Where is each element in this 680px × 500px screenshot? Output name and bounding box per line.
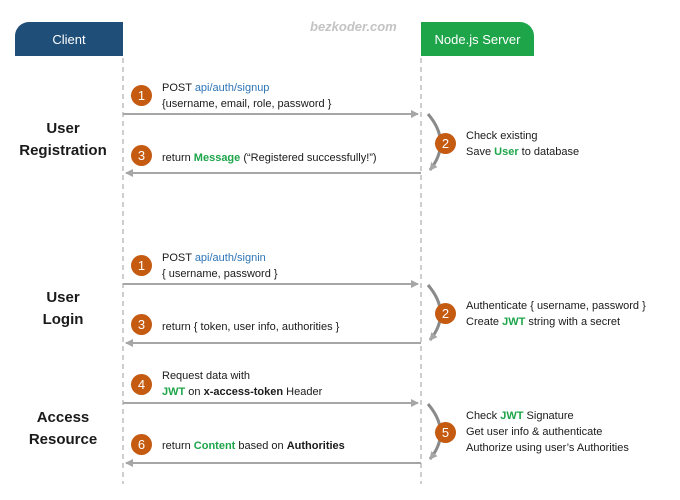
access-step4-jwt: JWT	[162, 386, 186, 398]
access-step5-text: Check JWT Signature Get user info & auth…	[466, 408, 629, 456]
login-step1-method: POST	[162, 252, 195, 264]
reg-step1-text: POST api/auth/signup {username, email, r…	[162, 80, 331, 112]
reg-step2-user: User	[494, 146, 519, 158]
server-label: Node.js Server	[434, 31, 521, 47]
reg-step2-line1: Check existing	[466, 130, 538, 142]
reg-step1-body: {username, email, role, password }	[162, 98, 332, 110]
access-step6-c: based on	[235, 440, 287, 452]
access-step5-c: Signature	[523, 410, 574, 422]
access-step4-header-name: x-access-token	[203, 386, 284, 398]
client-header: Client	[15, 22, 123, 56]
access-step6-content: Content	[193, 440, 236, 452]
reg-step2-c: to database	[518, 146, 580, 158]
access-step6-a: return	[162, 440, 194, 452]
login-title-line1: User	[46, 289, 80, 306]
login-title: User Login	[8, 287, 118, 331]
registration-title-line1: User	[46, 120, 80, 137]
login-step1-path: api/auth/signin	[194, 252, 266, 264]
registration-title: User Registration	[8, 118, 118, 162]
reg-step1-path: api/auth/signup	[194, 82, 270, 94]
login-step1-badge: 1	[131, 255, 152, 276]
login-step2-a: Create	[466, 316, 503, 328]
reg-step3-c: (“Registered successfully!”)	[240, 152, 377, 164]
login-step2-c: string with a secret	[525, 316, 621, 328]
login-step2-jwt: JWT	[502, 316, 526, 328]
client-label: Client	[52, 31, 86, 47]
login-step2-badge: 2	[435, 303, 456, 324]
reg-step3-message: Message	[193, 152, 241, 164]
login-step2-line1: Authenticate { username, password }	[466, 300, 646, 312]
reg-step2-a: Save	[466, 146, 495, 158]
access-step4-line1: Request data with	[162, 370, 251, 382]
server-header: Node.js Server	[421, 22, 534, 56]
access-step4-header: Header	[283, 386, 323, 398]
access-step5-a: Check	[466, 410, 501, 422]
login-step2-text: Authenticate { username, password } Crea…	[466, 298, 646, 330]
access-step6-authorities: Authorities	[286, 440, 345, 452]
watermark: bezkoder.com	[310, 19, 397, 34]
access-title-line1: Access	[36, 409, 90, 426]
access-title-line2: Resource	[28, 431, 98, 448]
registration-title-line2: Registration	[19, 142, 107, 159]
login-step1-body: { username, password }	[162, 268, 278, 280]
login-step3-badge: 3	[131, 314, 152, 335]
login-title-line2: Login	[42, 311, 84, 328]
access-step5-jwt: JWT	[500, 410, 524, 422]
access-step4-text: Request data with JWT on x-access-token …	[162, 368, 322, 400]
reg-step3-badge: 3	[131, 145, 152, 166]
access-title: Access Resource	[8, 407, 118, 451]
reg-step1-badge: 1	[131, 85, 152, 106]
access-step4-badge: 4	[131, 374, 152, 395]
access-step5-badge: 5	[435, 422, 456, 443]
reg-step3-text: return Message (“Registered successfully…	[162, 150, 377, 166]
access-step6-text: return Content based on Authorities	[162, 438, 345, 454]
reg-step2-text: Check existing Save User to database	[466, 128, 579, 160]
reg-step3-a: return	[162, 152, 194, 164]
access-step4-on: on	[185, 386, 204, 398]
login-step3-text: return { token, user info, authorities }	[162, 321, 340, 333]
reg-step2-badge: 2	[435, 133, 456, 154]
access-step5-line2: Get user info & authenticate	[466, 426, 603, 438]
reg-step1-method: POST	[162, 82, 195, 94]
access-step6-badge: 6	[131, 434, 152, 455]
access-step5-line3: Authorize using user’s Authorities	[466, 442, 629, 454]
login-step1-text: POST api/auth/signin { username, passwor…	[162, 250, 278, 282]
